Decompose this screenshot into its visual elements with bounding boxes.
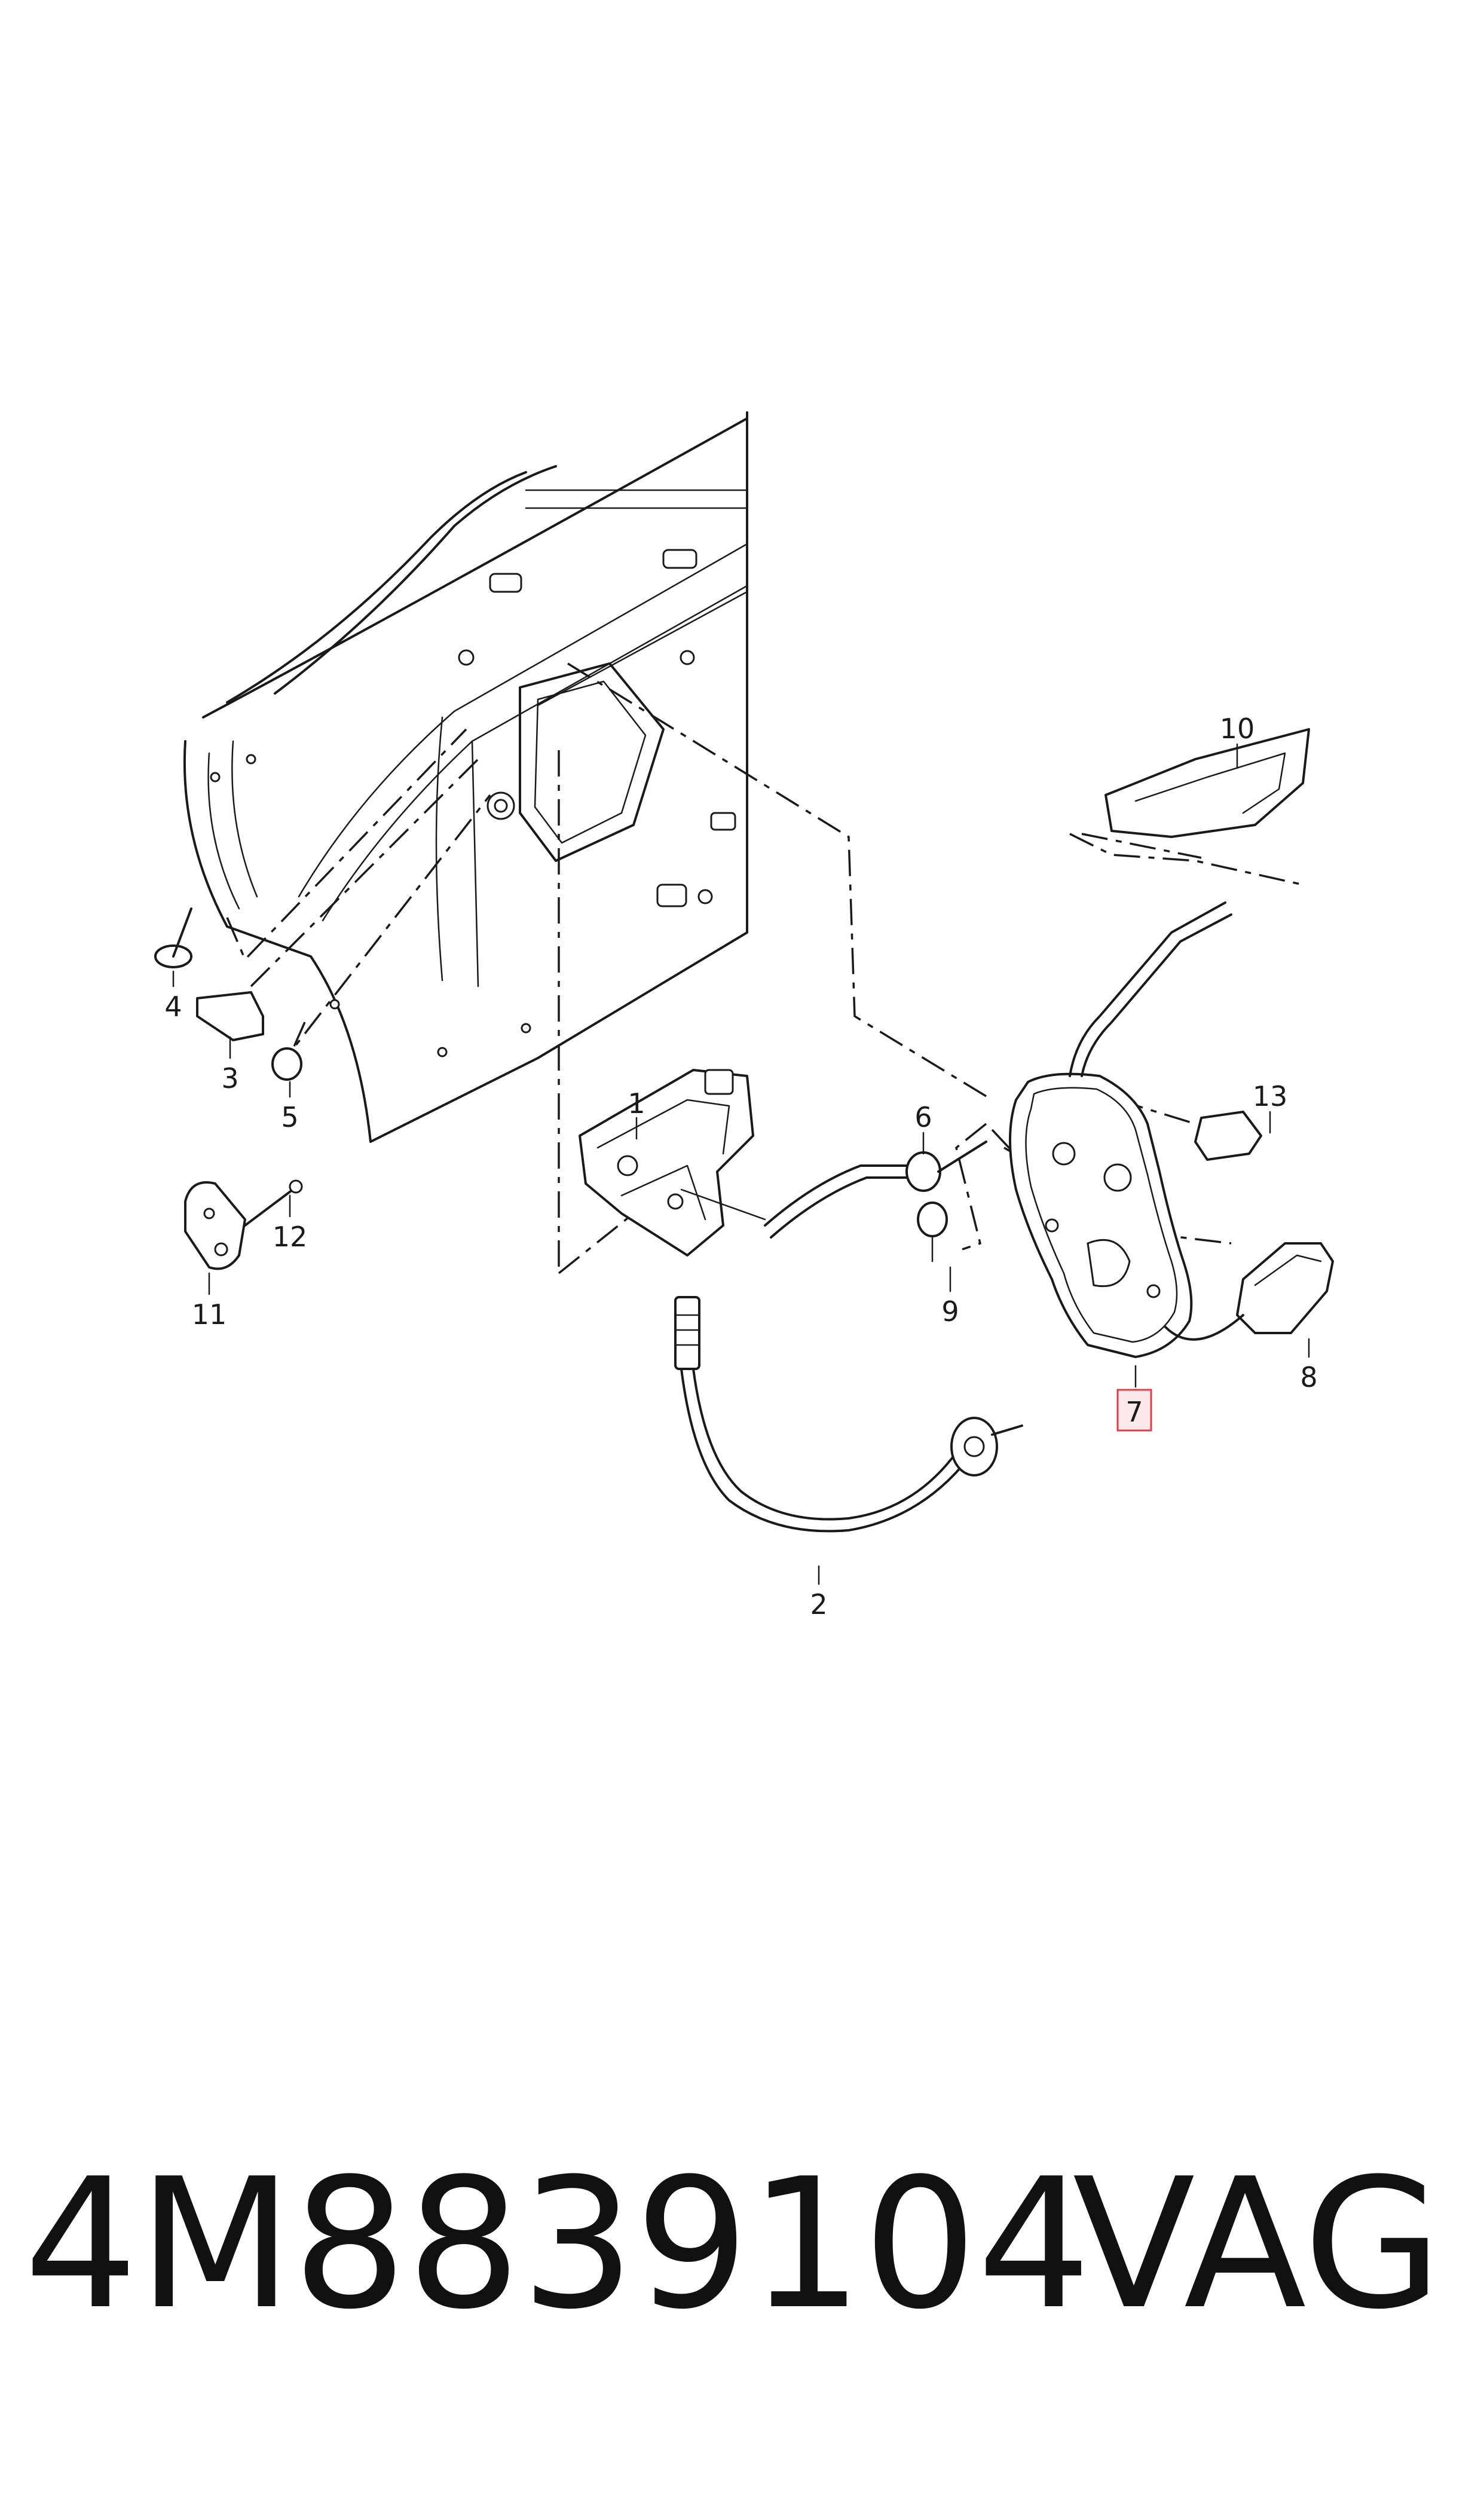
callout-4: 4 — [164, 990, 182, 1023]
grommet — [917, 1202, 948, 1262]
callout-2: 2 — [810, 1588, 827, 1621]
callout-8: 8 — [1300, 1361, 1317, 1393]
actuator-motor — [1164, 1242, 1334, 1341]
callout-leaders — [172, 743, 1310, 1585]
highlight-box-7 — [1116, 1389, 1152, 1432]
release-cable — [674, 1296, 1023, 1533]
part-number: 4M8839104 — [24, 2140, 1091, 2349]
callout-7: 7 — [1125, 1396, 1143, 1428]
callout-12: 12 — [273, 1221, 308, 1253]
brand-name: VAG — [1072, 2140, 1442, 2349]
door-frame — [183, 411, 748, 1143]
callout-6: 6 — [914, 1101, 932, 1133]
small-cable — [764, 1141, 987, 1239]
door-module-carrier — [1009, 901, 1232, 1358]
callout-10: 10 — [1220, 713, 1255, 745]
callout-11: 11 — [192, 1298, 227, 1331]
callout-3: 3 — [221, 1062, 238, 1095]
callout-5: 5 — [281, 1101, 298, 1133]
inner-door-handle — [1104, 728, 1310, 838]
door-stop-clip — [196, 991, 264, 1041]
callout-1: 1 — [628, 1087, 645, 1120]
bolt-12 — [244, 1179, 303, 1227]
door-lock-actuator — [579, 1069, 766, 1257]
ring-5 — [271, 1047, 302, 1081]
callout-labels: 1 2 3 4 5 6 7 8 9 10 11 12 13 — [164, 713, 1317, 1621]
screw-4 — [154, 907, 192, 968]
callout-13: 13 — [1253, 1080, 1288, 1112]
switch-unit — [1194, 1111, 1262, 1161]
callout-9: 9 — [941, 1295, 959, 1328]
striker-plate — [184, 1181, 246, 1270]
